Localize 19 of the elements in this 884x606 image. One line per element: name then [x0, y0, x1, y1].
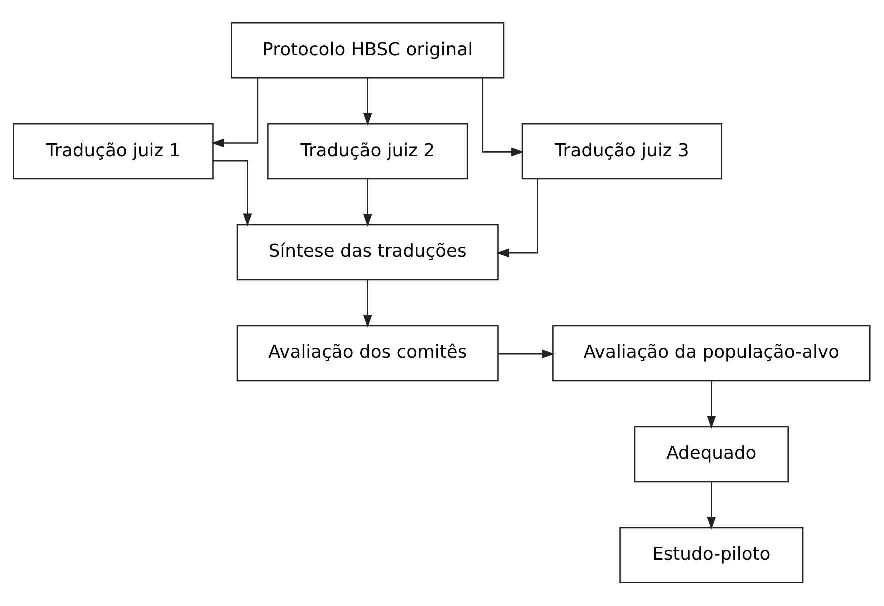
arrow — [707, 381, 716, 429]
arrow — [482, 78, 524, 157]
node-box: Síntese das traduções — [236, 224, 499, 281]
arrow — [214, 160, 252, 227]
arrow — [707, 482, 716, 530]
arrow — [496, 179, 538, 258]
arrow — [498, 350, 555, 359]
node-box: Tradução juiz 2 — [268, 123, 468, 180]
node-box: Avaliação da população-alvo — [552, 325, 871, 382]
arrow — [363, 280, 372, 328]
node-box: Tradução juiz 1 — [13, 123, 214, 180]
arrow — [363, 78, 372, 126]
node-box: Estudo-piloto — [620, 527, 804, 584]
arrow — [212, 78, 259, 148]
arrow — [363, 179, 372, 227]
node-box: Protocolo HBSC original — [231, 22, 505, 79]
node-box: Tradução juiz 3 — [522, 123, 723, 180]
node-box: Adequado — [634, 426, 789, 483]
node-box: Avaliação dos comitês — [236, 325, 499, 382]
